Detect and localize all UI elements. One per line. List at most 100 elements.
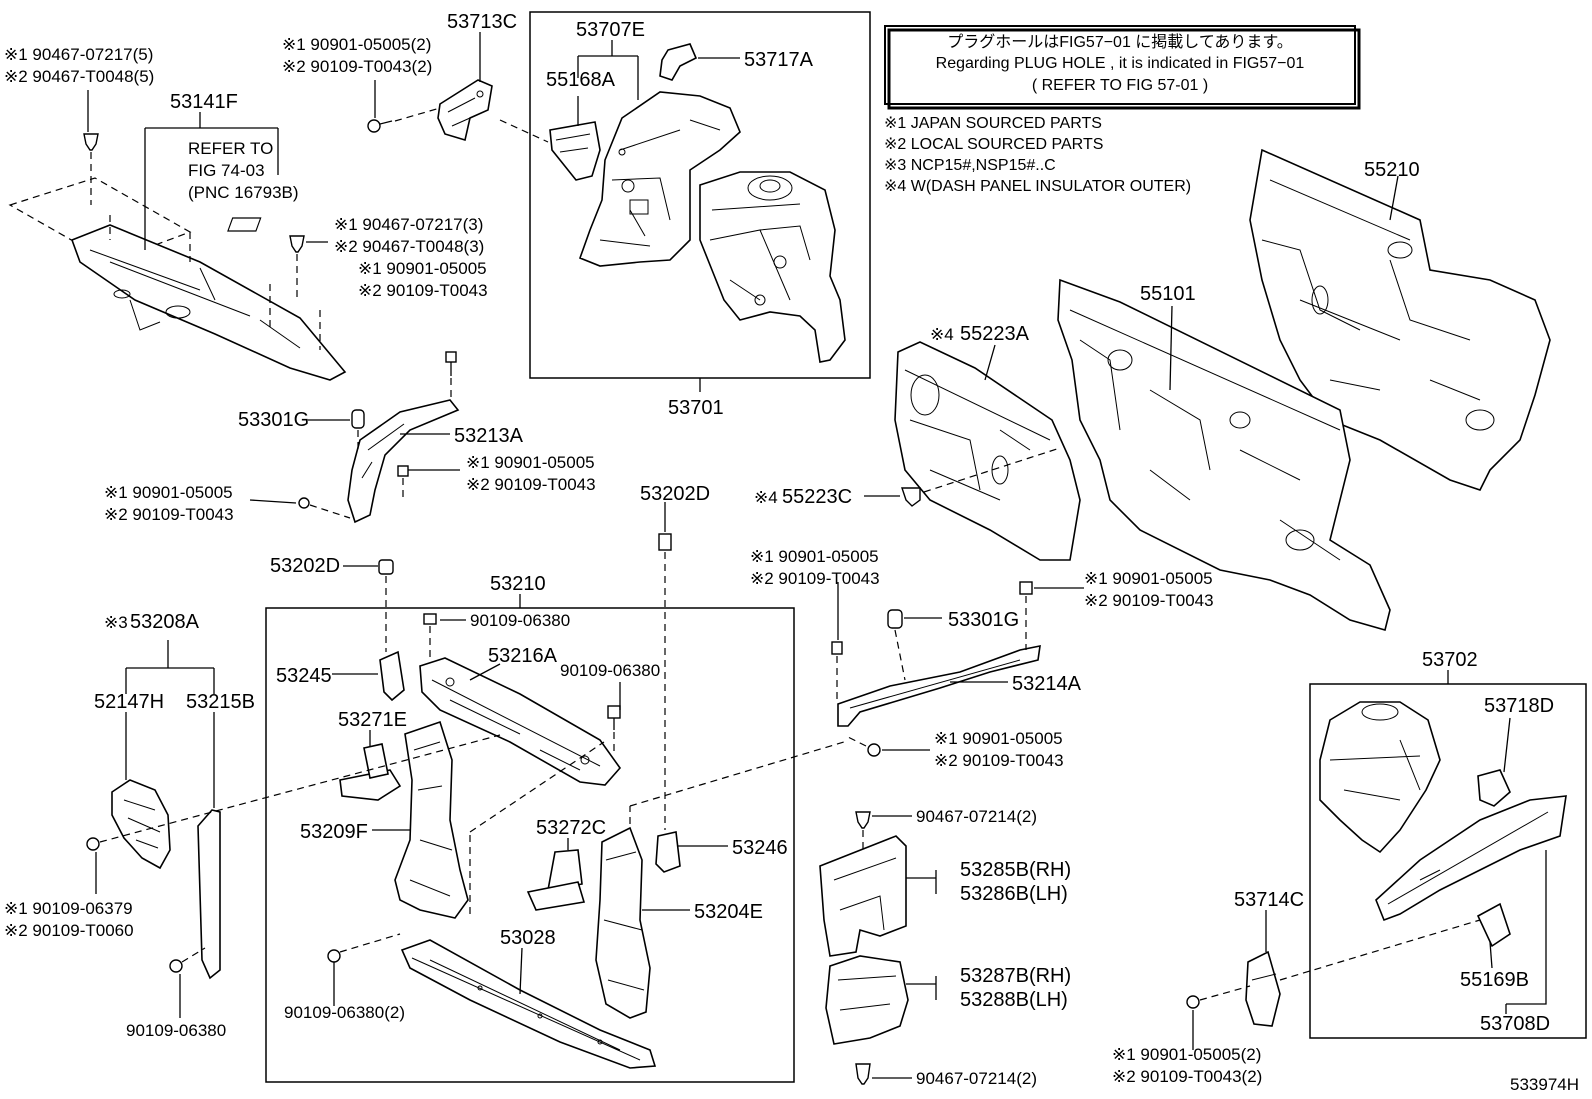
part-55223A-shape [894, 341, 1081, 561]
label-53202D-right: 53202D [640, 483, 710, 505]
fastener-label-12a: ※1 90901-05005 [1084, 569, 1213, 588]
legend-item-1: ※1 JAPAN SOURCED PARTS [884, 115, 1102, 132]
part-55101-shape [1057, 278, 1391, 631]
part-53714C-shape [1245, 950, 1281, 1027]
label-53204E: 53204E [694, 901, 763, 923]
fastener-label-2a: ※1 90901-05005(2) [282, 35, 431, 54]
legend-item-4: ※4 W(DASH PANEL INSULATOR OUTER) [884, 178, 1191, 195]
label-55223A: 55223A [960, 323, 1030, 345]
notice-line-1: プラグホールはFIG57−01 に掲載してあります。 [947, 33, 1293, 51]
refer-line-1: REFER TO [188, 139, 273, 158]
label-53210: 53210 [490, 573, 546, 595]
part-53272C-shape [526, 849, 586, 911]
label-53707E: 53707E [576, 19, 645, 41]
label-53245: 53245 [276, 665, 332, 687]
label-55168A: 55168A [546, 69, 616, 91]
fastener-label-5a: ※1 90901-05005 [104, 483, 233, 502]
label-53708D: 53708D [1480, 1013, 1550, 1035]
label-53301G-left: 53301G [238, 409, 309, 431]
fastener-label-14: 90467-07214(2) [916, 807, 1037, 826]
label-53271E: 53271E [338, 709, 407, 731]
fastener-label-10: 90109-06380(2) [284, 1003, 405, 1022]
notice-box: プラグホールはFIG57−01 に掲載してあります。 Regarding PLU… [884, 25, 1361, 110]
part-53028-shape [400, 939, 657, 1069]
label-53215B: 53215B [186, 691, 255, 713]
fastener-label-3d: ※2 90109-T0043 [358, 281, 488, 300]
label-53202D-left: 53202D [270, 555, 340, 577]
fastener-label-15: 90467-07214(2) [916, 1069, 1037, 1088]
label-53301G-right: 53301G [948, 609, 1019, 631]
fastener-label-16b: ※2 90109-T0043(2) [1112, 1067, 1262, 1086]
fastener-label-7: 90109-06380 [560, 661, 660, 680]
figure-code: 533974H [1510, 1075, 1579, 1094]
part-53718D-shape [1477, 769, 1511, 807]
part-53204E-shape [595, 826, 651, 1019]
fastener-label-11b: ※2 90109-T0043 [750, 569, 880, 588]
part-53713C-shape [437, 79, 493, 142]
legend-item-3: ※3 NCP15#,NSP15#..C [884, 157, 1056, 174]
part-53214A-shape [837, 644, 1041, 727]
label-53713C: 53713C [447, 11, 517, 33]
fastener-label-13a: ※1 90901-05005 [934, 729, 1063, 748]
label-53272C: 53272C [536, 817, 606, 839]
fastener-label-13b: ※2 90109-T0043 [934, 751, 1064, 770]
label-53246: 53246 [732, 837, 788, 859]
label-53216A: 53216A [488, 645, 558, 667]
label-55210: 55210 [1364, 159, 1420, 181]
label-53702: 53702 [1422, 649, 1478, 671]
label-53288B: 53288B(LH) [960, 989, 1068, 1011]
part-53245-shape [379, 650, 405, 702]
label-55169B: 55169B [1460, 969, 1529, 991]
notice-line-3: ( REFER TO FIG 57-01 ) [1032, 77, 1208, 94]
label-53141F: 53141F [170, 91, 238, 113]
fastener-label-3a: ※1 90467-07217(3) [334, 215, 483, 234]
part-53707E-shape [578, 91, 741, 267]
fastener-label-8b: ※2 90109-T0060 [4, 921, 134, 940]
mark-4-b: ※4 [754, 488, 778, 507]
part-53209F-shape [394, 720, 469, 919]
part-53246-shape [655, 831, 681, 873]
label-53028: 53028 [500, 927, 556, 949]
part-53141F-shape [8, 177, 347, 381]
part-53701-shape [699, 171, 846, 363]
fastener-label-4a: ※1 90901-05005 [466, 453, 595, 472]
part-53287B-shape [825, 955, 909, 1045]
label-53718D: 53718D [1484, 695, 1554, 717]
mark-4-a: ※4 [930, 325, 954, 344]
label-53285B: 53285B(RH) [960, 859, 1071, 881]
fastener-label-3c: ※1 90901-05005 [358, 259, 487, 278]
label-53286B: 53286B(LH) [960, 883, 1068, 905]
refer-line-2: FIG 74-03 [188, 161, 265, 180]
label-55223C: 55223C [782, 486, 852, 508]
part-53285B-shape [819, 835, 907, 957]
fastener-label-16a: ※1 90901-05005(2) [1112, 1045, 1261, 1064]
label-53287B: 53287B(RH) [960, 965, 1071, 987]
fastener-label-5b: ※2 90109-T0043 [104, 505, 234, 524]
label-53714C: 53714C [1234, 889, 1304, 911]
fastener-label-4b: ※2 90109-T0043 [466, 475, 596, 494]
refer-line-3: (PNC 16793B) [188, 183, 299, 202]
legend: ※1 JAPAN SOURCED PARTS ※2 LOCAL SOURCED … [884, 115, 1191, 195]
part-53708D-shape [1375, 795, 1567, 922]
part-53216A-shape [419, 657, 622, 786]
part-53702-shape [1319, 701, 1441, 854]
fastener-labels: ※1 90467-07217(5) ※2 90467-T0048(5) ※1 9… [4, 35, 1262, 1088]
label-52147H: 52147H [94, 691, 164, 713]
legend-item-2: ※2 LOCAL SOURCED PARTS [884, 136, 1103, 153]
label-53213A: 53213A [454, 425, 524, 447]
part-labels: 53141F REFER TO FIG 74-03 (PNC 16793B) 5… [94, 11, 1554, 1035]
frame-53210 [265, 607, 795, 1083]
part-52147H-shape [111, 779, 171, 870]
fastener-label-11a: ※1 90901-05005 [750, 547, 879, 566]
label-53701: 53701 [668, 397, 724, 419]
part-55168A-shape [549, 121, 601, 181]
fastener-label-12b: ※2 90109-T0043 [1084, 591, 1214, 610]
fastener-label-6: 90109-06380 [470, 611, 570, 630]
fastener-icons [83, 107, 1481, 1085]
fastener-label-9: 90109-06380 [126, 1021, 226, 1040]
label-55101: 55101 [1140, 283, 1196, 305]
fastener-label-8a: ※1 90109-06379 [4, 899, 133, 918]
label-53214A: 53214A [1012, 673, 1082, 695]
